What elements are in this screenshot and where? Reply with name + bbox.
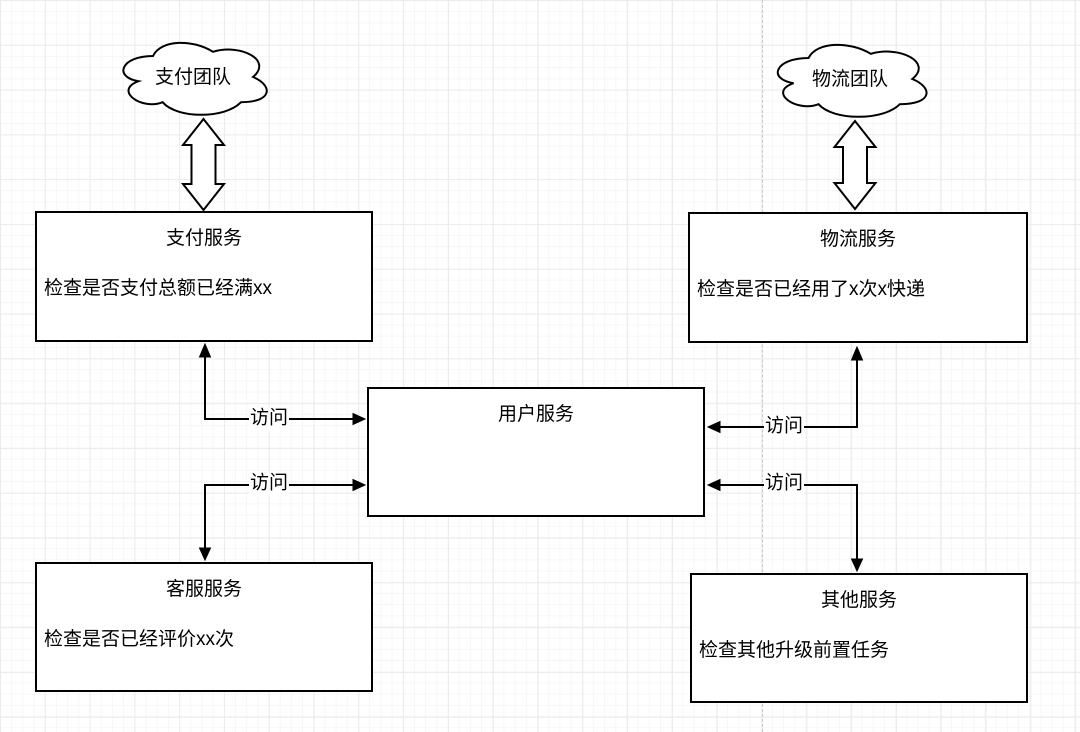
edge-label-access-logistics: 访问 [763,415,805,439]
edge-label-access-customer: 访问 [248,472,290,496]
box-user-service: 用户服务 [367,387,705,517]
box-other-service: 其他服务 检查其他升级前置任务 [690,573,1028,703]
page-boundary-divider [762,0,763,732]
cloud-label-logistics-team: 物流团队 [811,68,888,90]
box-logistics-service: 物流服务 检查是否已经用了x次x快递 [688,212,1028,343]
cloud-label-payment-team: 支付团队 [154,66,231,88]
bidirectional-arrow-logistics [832,119,878,211]
box-payment-service: 支付服务 检查是否支付总额已经满xx [35,211,373,342]
bidirectional-arrow-payment [180,117,227,212]
payment-service-body: 检查是否支付总额已经满xx [44,278,273,299]
cloud-payment-team-shape [122,41,268,116]
customer-service-body: 检查是否已经评价xx次 [44,629,235,650]
edge-user-customer [198,478,367,562]
logistics-service-title: 物流服务 [819,229,896,250]
customer-service-title: 客服服务 [165,579,242,600]
other-service-title: 其他服务 [820,590,897,611]
box-customer-service: 客服服务 检查是否已经评价xx次 [35,562,373,692]
payment-service-title: 支付服务 [165,228,242,249]
logistics-service-body: 检查是否已经用了x次x快递 [697,279,926,300]
other-service-body: 检查其他升级前置任务 [699,640,890,661]
cloud-logistics-team-shape [776,43,928,118]
edge-user-payment [198,342,367,426]
user-service-title: 用户服务 [497,404,574,425]
edge-label-access-payment: 访问 [248,407,290,431]
edge-label-access-other: 访问 [763,472,805,496]
